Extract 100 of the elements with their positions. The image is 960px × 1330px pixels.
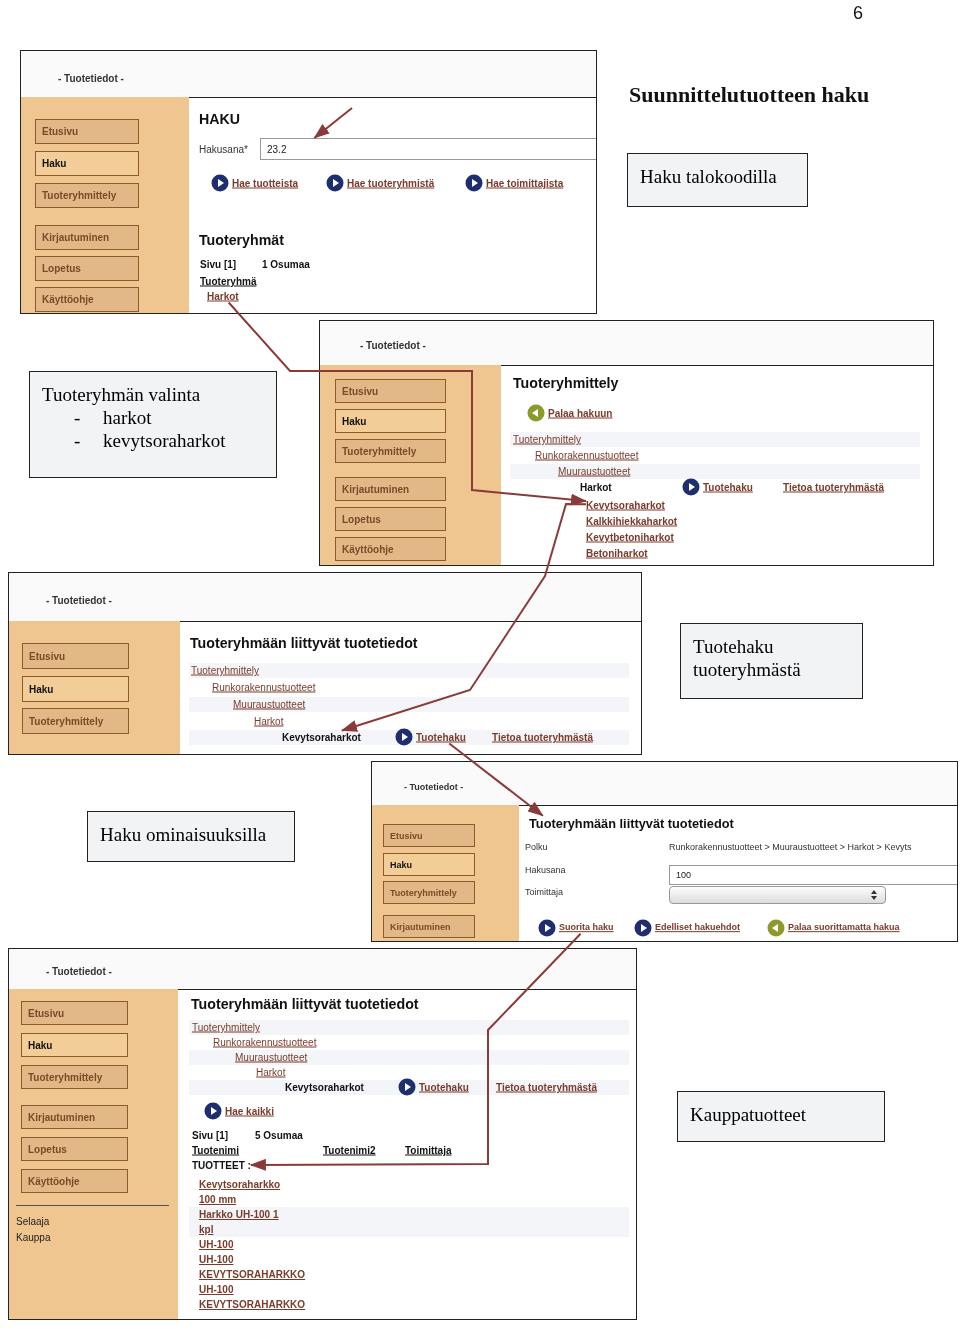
nav-button: Käyttöohje [335,537,446,561]
nav-button: Haku [335,409,446,433]
nav-button: Etusivu [22,643,129,669]
note-text: Tuotehaku tuoteryhmästä [693,635,802,681]
nav-button: Lopetus [21,1137,128,1161]
field-label: Toimittaja [525,887,563,899]
nav-button: Haku [21,1033,128,1057]
product-link: Kevytsoraharkko 100 mm [199,1178,282,1207]
nav-button: Etusivu [383,824,475,847]
screenshot-window [319,320,934,566]
nav-button: Käyttöohje [21,1169,128,1193]
nav-button: Tuoteryhmittely [335,439,446,463]
screenshot-window [371,761,958,942]
label-text: Kevytsoraharkot [282,730,361,744]
field-label: Hakusana [525,865,566,877]
label-text: 1 Osumaa [262,257,310,271]
link: Tietoa tuoteryhmästä [783,480,884,494]
nav-button: Haku [383,853,475,876]
product-link: UH-100 KEVYTSORAHARKKO [199,1253,307,1282]
breadcrumb-link: Runkorakennustuotteet [535,448,639,462]
arrow [341,503,587,732]
arrow [227,301,587,506]
column-header: Tuoteryhmä [200,274,257,288]
breadcrumb-link: Runkorakennustuotteet [212,680,316,694]
breadcrumb-link: Harkot [254,714,284,728]
list-item: - harkot [73,406,153,429]
breadcrumb-link: Muuraustuotteet [235,1050,308,1064]
subtitle-text: - Tuotetiedot - [46,964,112,978]
nav-button: Etusivu [35,119,139,144]
breadcrumb-link: Tuoteryhmittely [513,432,581,446]
link: Tuotehaku [416,730,466,744]
nav-button: Lopetus [35,256,139,281]
product-link: Harkko UH-100 1 kpl [199,1208,280,1237]
link: Palaa hakuun [548,406,613,420]
list-item: - kevytsoraharkot [73,429,227,452]
label-text: Kevytsoraharkot [285,1080,364,1094]
nav-button: Haku [35,151,139,176]
nav-button: Etusivu [21,1001,128,1025]
link: Suorita haku [559,922,614,934]
input-field: 100 [669,865,957,885]
label-text: Sivu [1] [192,1128,229,1142]
link: Tuotehaku [703,480,753,494]
sidebar-link: Selaaja [16,1214,50,1228]
column-header: Toimittaja [405,1143,452,1157]
page-heading: Tuoteryhmät [199,230,284,250]
nav-button: Tuoteryhmittely [21,1065,128,1089]
screenshot-window [8,572,642,755]
field-label: Runkorakennustuotteet > Muuraustuotteet > Harkot > Kevyts [669,842,912,854]
link: Tietoa tuoteryhmästä [492,730,593,744]
column-header: Tuotenimi [192,1143,240,1157]
breadcrumb-link: Harkot [256,1065,286,1079]
link: Palaa suorittamatta hakua [788,922,900,934]
arrow [249,932,582,1171]
note-box [627,153,808,207]
subtitle-text: - Tuotetiedot - [58,71,124,85]
nav-button: Kirjautuminen [35,225,139,250]
subtitle-text: - Tuotetiedot - [46,593,112,607]
link: Hae kaikki [225,1104,274,1118]
label-text: Harkot [580,480,612,494]
link: Edelliset hakuehdot [655,922,741,934]
note-text: Kauppatuotteet [690,1103,808,1126]
column-header: Tuotenimi2 [323,1143,376,1157]
link: Tuotehaku [419,1080,469,1094]
breadcrumb-link: Tuoteryhmittely [191,663,259,677]
nav-button: Käyttöohje [35,287,139,312]
page-heading: Tuoteryhmään liittyvät tuotetiedot [190,633,418,653]
nav-button: Tuoteryhmittely [35,183,139,208]
link: Harkot [207,289,239,303]
label-text: 5 Osumaa [255,1128,303,1142]
page-heading: HAKU [199,109,240,129]
link: Kalkkihiekkaharkot [586,514,678,528]
link: Hae tuotteista [232,176,299,190]
link: Kevytsoraharkot [586,498,665,512]
page-heading: Tuoteryhmään liittyvät tuotetiedot [529,815,734,833]
nav-button: Kirjautuminen [383,915,475,938]
input-field: 23.2 [260,138,596,160]
note-text: Haku talokoodilla [640,165,778,188]
nav-button: Kirjautuminen [21,1105,128,1129]
link: Kevytbetoniharkot [586,530,674,544]
note-text: Haku ominaisuuksilla [100,823,268,846]
note-box [677,1091,885,1142]
nav-button: Tuoteryhmittely [383,881,475,904]
note-box [29,371,277,478]
link: Hae tuoteryhmistä [347,176,435,190]
field-label: Polku [525,842,548,854]
link: Hae toimittajista [486,176,564,190]
link: Tietoa tuoteryhmästä [496,1080,597,1094]
breadcrumb-link: Muuraustuotteet [233,697,306,711]
label-text: TUOTTEET : [192,1158,251,1172]
page-heading: Tuoteryhmittely [513,373,619,393]
page-number: 6 [853,2,863,24]
nav-button: Tuoteryhmittely [22,708,129,734]
breadcrumb-link: Muuraustuotteet [558,464,631,478]
arrow [448,742,544,817]
subtitle-text: - Tuotetiedot - [404,782,464,794]
subtitle-text: - Tuotetiedot - [360,338,426,352]
screenshot-window [8,948,637,1320]
note-box [87,811,295,862]
breadcrumb-link: Runkorakennustuotteet [213,1035,317,1049]
nav-button: Lopetus [335,507,446,531]
